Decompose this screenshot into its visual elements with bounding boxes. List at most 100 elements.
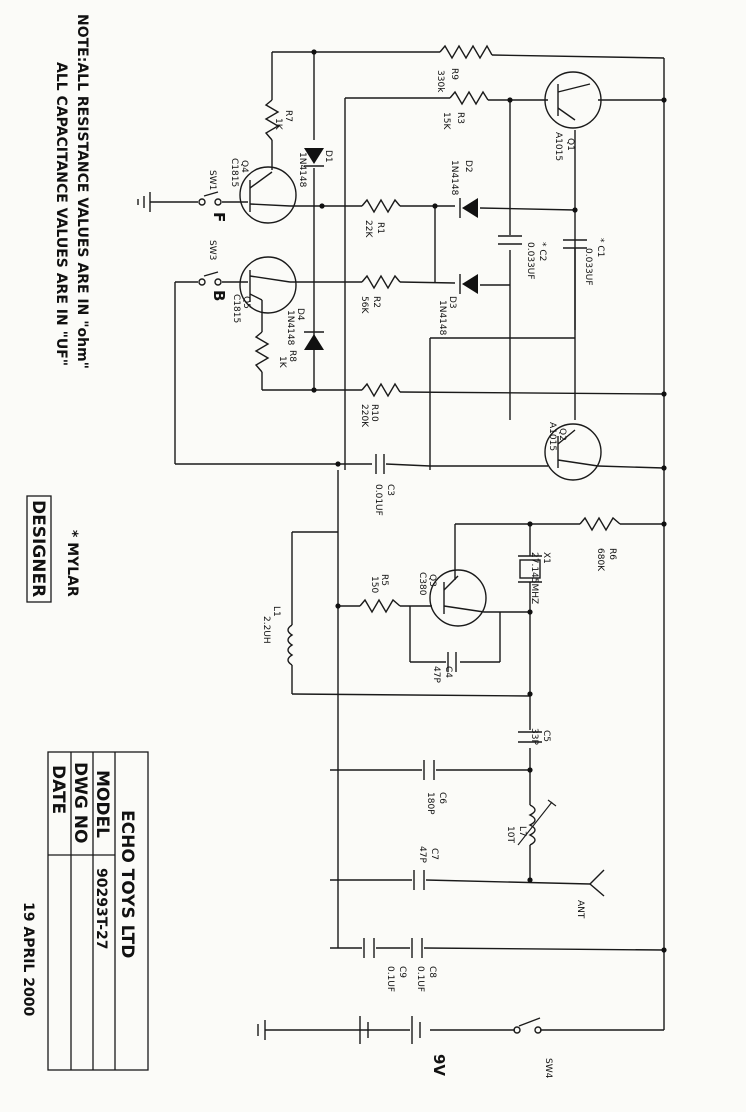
- c4-ref-label: C4: [443, 666, 453, 678]
- transistor-q2: [544, 423, 602, 481]
- note-resistance: NOTE:ALL RESISTANCE VALUES ARE IN "ohm": [74, 14, 90, 369]
- capacitor-c8: [411, 938, 423, 958]
- r6-ref-label: R6: [607, 548, 617, 560]
- l1-ref-label: L1: [271, 606, 281, 617]
- diode-d3: [459, 274, 478, 294]
- q2-ref-label: Q2: [557, 428, 567, 441]
- c6-ref-label: C6: [437, 792, 447, 804]
- l1-value-label: 2.2UH: [261, 616, 271, 644]
- x1-value-label: 27.145MHZ: [529, 552, 539, 604]
- q3-ref-label: Q3: [427, 574, 437, 587]
- d3-value-label: 1N4148: [437, 300, 447, 336]
- r2-value-label: 56K: [359, 296, 369, 314]
- model-value: 90293T-27: [93, 868, 109, 950]
- x1-ref-label: X1: [541, 552, 551, 564]
- mylar-legend: * MYLAR: [64, 530, 80, 597]
- resistor-r3: [449, 90, 489, 106]
- ground-symbol: [137, 192, 151, 212]
- r9-value-label: 330k: [435, 70, 445, 93]
- q1-value-label: A1015: [553, 132, 563, 161]
- c4-value-label: 47P: [431, 666, 441, 683]
- capacitor-c6: [423, 760, 435, 780]
- model-label: MODEL: [92, 770, 112, 838]
- r1-value-label: 22K: [363, 220, 373, 238]
- wiring: [150, 51, 665, 1040]
- r5-value-label: 150: [369, 576, 379, 593]
- c1-ref-label: * C1: [595, 238, 605, 257]
- c8-ref-label: C8: [427, 966, 437, 978]
- r6-value-label: 680K: [595, 548, 605, 572]
- capacitor-c4: [447, 652, 457, 672]
- mylar-note: * MYLAR: [64, 530, 80, 597]
- d4-ref-label: D4: [295, 308, 305, 321]
- note-line-2: ALL CAPACITANCE VALUES ARE IN "UF": [53, 62, 69, 366]
- battery-9v: [359, 1016, 421, 1044]
- transistor-q3: [429, 569, 487, 627]
- ant-ref-label: ANT: [575, 900, 585, 919]
- resistor-r1: [361, 198, 401, 214]
- q5-ref-label: Q5: [241, 296, 251, 309]
- r3-value-label: 15K: [441, 112, 451, 130]
- capacitor-c3: [375, 454, 385, 474]
- transistor-q5: [239, 256, 297, 314]
- inductor-l1: [287, 624, 294, 666]
- capacitor-c5: [518, 731, 542, 743]
- crystal-x1: [518, 555, 542, 583]
- sw1-value-label: F: [210, 212, 228, 222]
- capacitor-c1: [563, 239, 587, 249]
- q2-value-label: A1015: [547, 422, 557, 451]
- diode-d1: [304, 148, 324, 167]
- c1-value-label: 0.033UF: [583, 248, 593, 286]
- date-label: DATE: [48, 765, 68, 814]
- diode-d2: [459, 198, 478, 218]
- antenna-symbol: [589, 869, 605, 897]
- capacitor-c9: [363, 938, 375, 958]
- d3-ref-label: D3: [447, 296, 457, 309]
- inductor-l7: [517, 799, 557, 846]
- r7-value-label: 1K: [273, 118, 283, 131]
- dwg-no-label: DWG NO: [70, 762, 90, 843]
- resistor-r10: [361, 382, 401, 398]
- switch-sw1: [198, 191, 222, 206]
- designer-label: DESIGNER: [28, 500, 48, 597]
- q1-ref-label: Q1: [565, 138, 575, 151]
- r1-ref-label: R1: [375, 222, 385, 234]
- c9-value-label: 0.1UF: [385, 966, 395, 992]
- resistor-r8: [254, 331, 270, 373]
- diode-d4: [304, 331, 324, 350]
- c2-ref-label: * C2: [537, 242, 547, 261]
- sw3-value-label: B: [210, 290, 228, 301]
- c9-ref-label: C9: [397, 966, 407, 978]
- resistor-r5: [359, 598, 401, 614]
- transistor-q1: [544, 71, 602, 129]
- c8-value-label: 0.1UF: [415, 966, 425, 992]
- r8-ref-label: R8: [287, 350, 297, 362]
- title-block: ECHO TOYS LTD MODEL 90293T-27 DWG NO DAT…: [20, 751, 149, 1071]
- resistor-r6: [579, 516, 621, 532]
- r10-value-label: 220K: [359, 404, 369, 428]
- c5-value-label: 33P: [529, 728, 539, 745]
- resistor-r9: [439, 44, 493, 60]
- sw4-ref-label: SW4: [543, 1058, 553, 1079]
- r2-ref-label: R2: [371, 296, 381, 308]
- q3-value-label: C380: [417, 572, 427, 596]
- sw3-ref-label: SW3: [207, 240, 217, 260]
- q4-ref-label: Q4: [239, 160, 249, 173]
- c5-ref-label: C5: [541, 730, 551, 742]
- switch-sw3: [198, 271, 222, 286]
- switch-sw4: [513, 1017, 542, 1034]
- d2-ref-label: D2: [463, 160, 473, 173]
- r7-ref-label: R7: [283, 110, 293, 122]
- c3-value-label: 0.01UF: [373, 484, 383, 516]
- c3-ref-label: C3: [385, 484, 395, 496]
- r8-value-label: 1K: [277, 356, 287, 369]
- transistor-q4: [239, 166, 297, 224]
- resistor-r2: [361, 274, 401, 290]
- c2-value-label: 0.033UF: [525, 242, 535, 280]
- capacitor-c2: [498, 235, 522, 245]
- l7-ref-label: L7: [517, 826, 527, 837]
- c6-value-label: 180P: [425, 792, 435, 815]
- sw1-ref-label: SW1: [207, 170, 217, 190]
- battery-ref-label: 9V: [430, 1054, 448, 1076]
